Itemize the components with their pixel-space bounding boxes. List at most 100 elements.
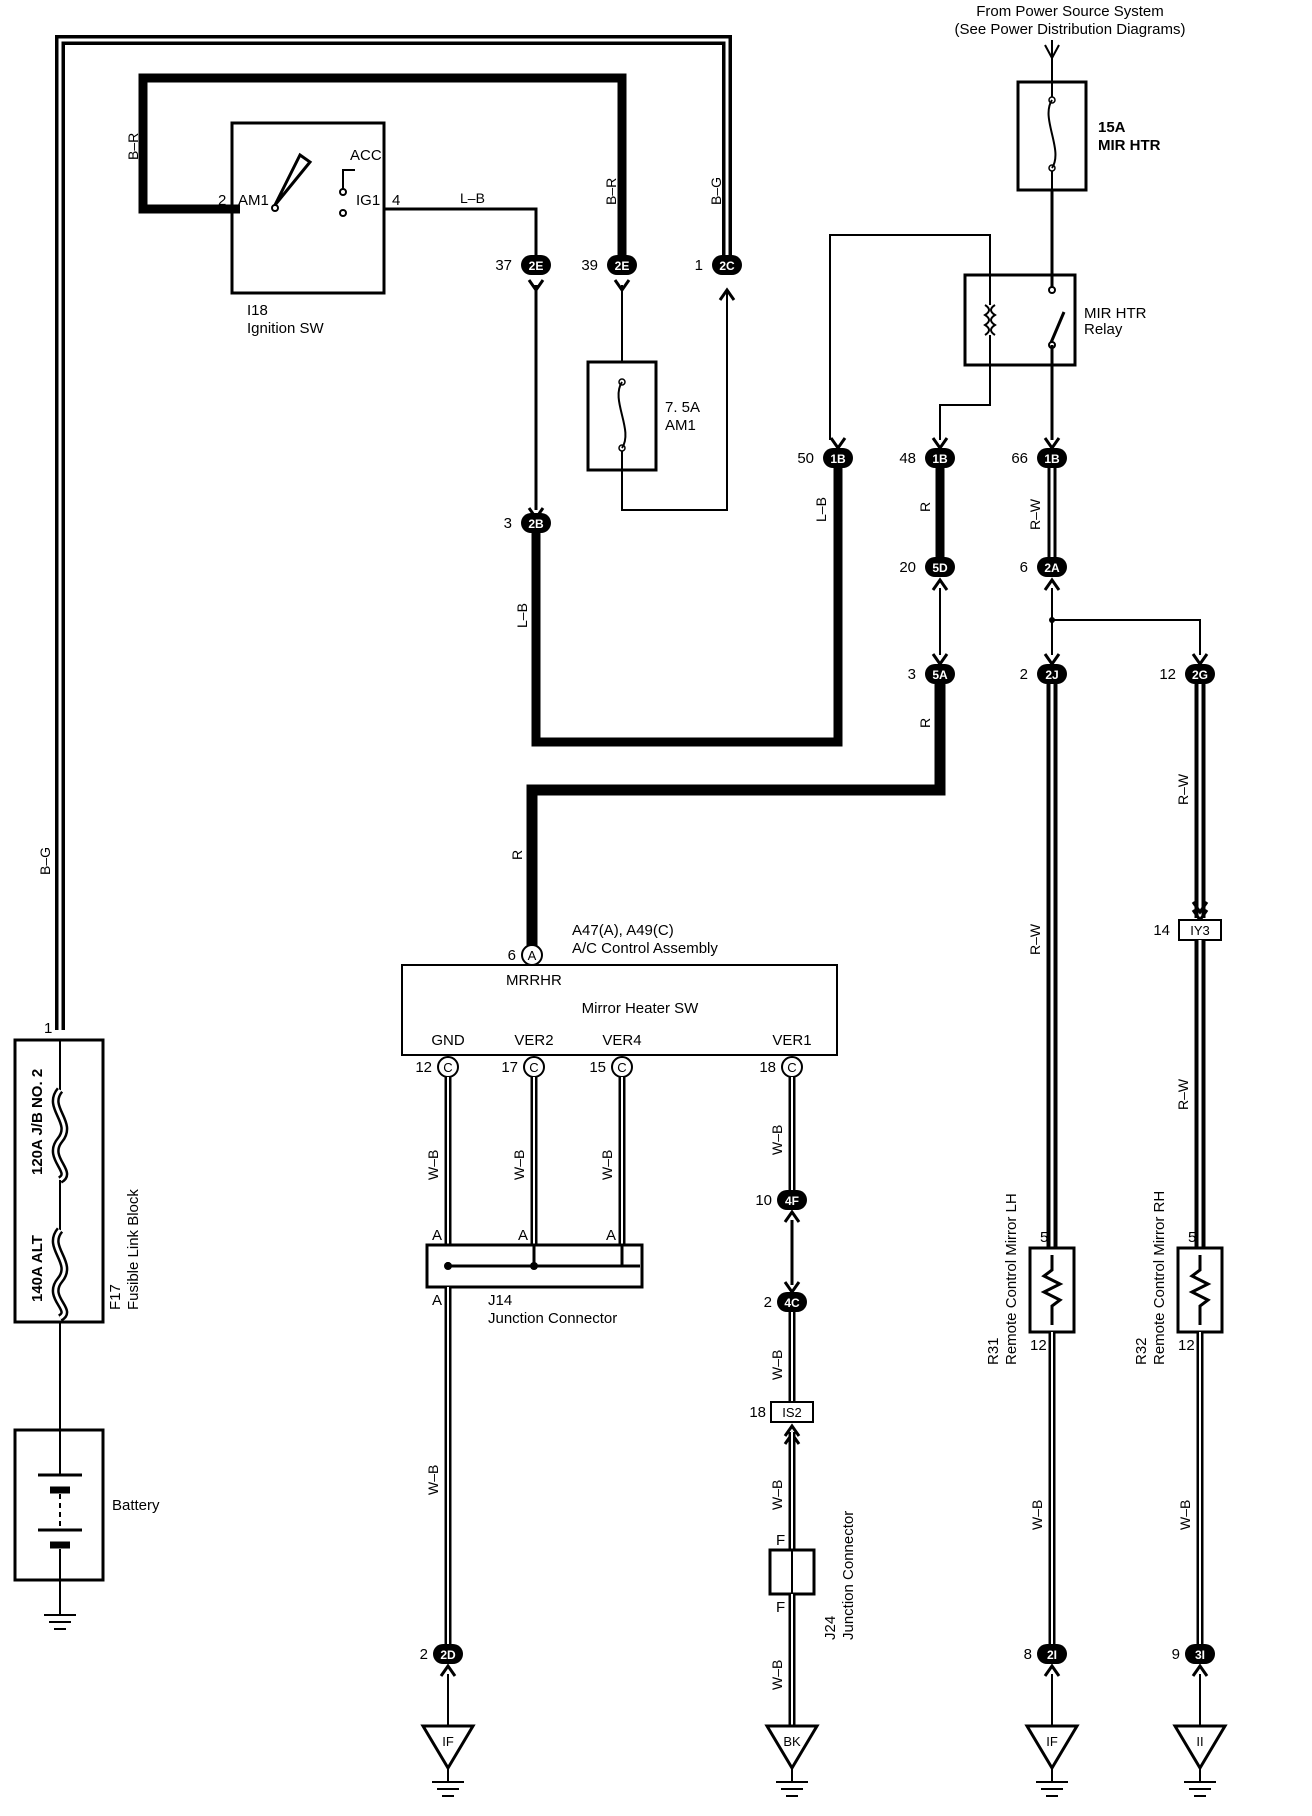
- svg-text:2: 2: [1020, 666, 1028, 683]
- connector-2c-1: 2C 1: [695, 255, 742, 275]
- wire-br-left: B–R: [125, 133, 141, 160]
- ign-ig1: IG1: [356, 192, 380, 209]
- ac-name: A/C Control Assembly: [572, 940, 718, 957]
- connector-5d-20: 5D 20: [899, 557, 955, 577]
- svg-text:4C: 4C: [784, 1296, 800, 1310]
- wire-wb-rh: W–B: [1177, 1500, 1193, 1530]
- heater-element-rh-icon: [1188, 1255, 1212, 1325]
- svg-text:IY3: IY3: [1190, 923, 1210, 938]
- ground-ii: II: [1172, 1724, 1228, 1797]
- connector-c-17: C 17: [501, 1056, 545, 1078]
- wire-bg-left: B–G: [37, 847, 53, 875]
- heater-element-lh-icon: [1040, 1255, 1064, 1325]
- svg-text:2: 2: [420, 1646, 428, 1663]
- connector-2e-39: 2E 39: [581, 255, 637, 275]
- fuse-mir-htr-icon: [1047, 99, 1057, 169]
- svg-text:2C: 2C: [719, 259, 735, 273]
- wire-wb-j24: W–B: [769, 1660, 785, 1690]
- svg-text:18: 18: [759, 1059, 776, 1076]
- svg-text:5D: 5D: [932, 561, 948, 575]
- j14-pin-a4: A: [432, 1292, 442, 1309]
- connector-is2-18: IS2 18: [749, 1401, 814, 1423]
- wire-r-2: R: [917, 718, 933, 728]
- j24-pin-f1: F: [776, 1532, 785, 1549]
- wire-lb-ig: L–B: [460, 190, 485, 206]
- svg-text:1B: 1B: [1044, 452, 1060, 466]
- ign-am1: AM1: [238, 192, 269, 209]
- svg-text:20: 20: [899, 559, 916, 576]
- mirror-rh-pin-bot: 12: [1178, 1337, 1195, 1354]
- connector-5a-3: 5A 3: [908, 664, 955, 684]
- ign-acc: ACC: [350, 147, 382, 164]
- ign-name: Ignition SW: [247, 320, 325, 337]
- svg-text:66: 66: [1011, 450, 1028, 467]
- fuse-mir-htr-rating: 15A: [1098, 119, 1126, 136]
- svg-text:1B: 1B: [830, 452, 846, 466]
- mirror-rh-name: Remote Control Mirror RH: [1151, 1191, 1168, 1365]
- connector-c-18: C 18: [759, 1056, 803, 1078]
- wire-wb-ver4: W–B: [599, 1150, 615, 1180]
- wire-wb-ver1: W–B: [769, 1125, 785, 1155]
- mirror-lh-code: R31: [985, 1337, 1002, 1365]
- svg-text:10: 10: [755, 1192, 772, 1209]
- wire-r-3: R: [509, 850, 525, 860]
- svg-text:C: C: [787, 1060, 796, 1075]
- svg-text:2J: 2J: [1045, 668, 1058, 682]
- wire-rw-rh2: R–W: [1175, 1078, 1191, 1110]
- j14-pin-a3: A: [606, 1227, 616, 1244]
- connector-4c-2: 4C 2: [764, 1292, 807, 1312]
- battery-label: Battery: [112, 1497, 160, 1514]
- svg-text:14: 14: [1153, 922, 1170, 939]
- connector-a-6: A 6: [508, 944, 543, 966]
- connector-1b-50: 1B 50: [797, 448, 853, 468]
- connector-2d-2: 2D 2: [420, 1644, 463, 1664]
- svg-text:2E: 2E: [615, 259, 630, 273]
- ign-pin-ig1: 4: [392, 192, 400, 209]
- ign-code: I18: [247, 302, 268, 319]
- connector-3i-9: 3I 9: [1172, 1644, 1215, 1664]
- fusible-pin: 1: [44, 1020, 52, 1037]
- ign-pin-am1: 2: [218, 192, 226, 209]
- fusible-code: F17: [107, 1284, 124, 1310]
- ignition-key-icon: [273, 152, 313, 206]
- fuse-140a: 140A ALT: [29, 1235, 46, 1302]
- fuse-120a: 120A J/B NO. 2: [29, 1069, 46, 1175]
- j14-code: J14: [488, 1292, 512, 1309]
- svg-text:2G: 2G: [1192, 668, 1208, 682]
- svg-text:17: 17: [501, 1059, 518, 1076]
- ground-if-2: IF: [1024, 1724, 1080, 1797]
- connector-2i-8: 2I 8: [1024, 1644, 1067, 1664]
- connector-2j-2: 2J 2: [1020, 664, 1067, 684]
- svg-text:1B: 1B: [932, 452, 948, 466]
- connector-1b-48: 1B 48: [899, 448, 955, 468]
- svg-text:5A: 5A: [932, 668, 948, 682]
- svg-text:6: 6: [1020, 559, 1028, 576]
- svg-text:18: 18: [749, 1404, 766, 1421]
- svg-text:50: 50: [797, 450, 814, 467]
- svg-text:6: 6: [508, 947, 516, 964]
- wire-br-mid: B–R: [603, 178, 619, 205]
- svg-text:12: 12: [1159, 666, 1176, 683]
- wire-wb-gnd: W–B: [425, 1150, 441, 1180]
- connector-4f-10: 4F 10: [755, 1190, 807, 1210]
- wire-bg-top: B–G: [708, 177, 724, 205]
- svg-text:37: 37: [495, 257, 512, 274]
- relay-line2: Relay: [1084, 321, 1123, 338]
- svg-text:IF: IF: [1046, 1734, 1058, 1749]
- wire-rw-lh: R–W: [1027, 923, 1043, 955]
- svg-text:15: 15: [589, 1059, 606, 1076]
- connector-iy3-14: IY3 14: [1153, 919, 1222, 941]
- ac-control-assembly: [401, 964, 838, 1056]
- connector-2a-6: 2A 6: [1020, 557, 1067, 577]
- connector-2e-37: 2E 37: [495, 255, 551, 275]
- svg-text:C: C: [529, 1060, 538, 1075]
- mirror-rh-pin-top: 5: [1188, 1229, 1196, 1246]
- wire-wb-4c: W–B: [769, 1350, 785, 1380]
- source-line1: From Power Source System: [976, 3, 1164, 20]
- ac-gnd: GND: [431, 1032, 465, 1049]
- j24-name: Junction Connector: [840, 1511, 857, 1640]
- svg-text:2: 2: [764, 1294, 772, 1311]
- wire-wb-lh: W–B: [1029, 1500, 1045, 1530]
- svg-text:IF: IF: [442, 1734, 454, 1749]
- svg-text:3: 3: [908, 666, 916, 683]
